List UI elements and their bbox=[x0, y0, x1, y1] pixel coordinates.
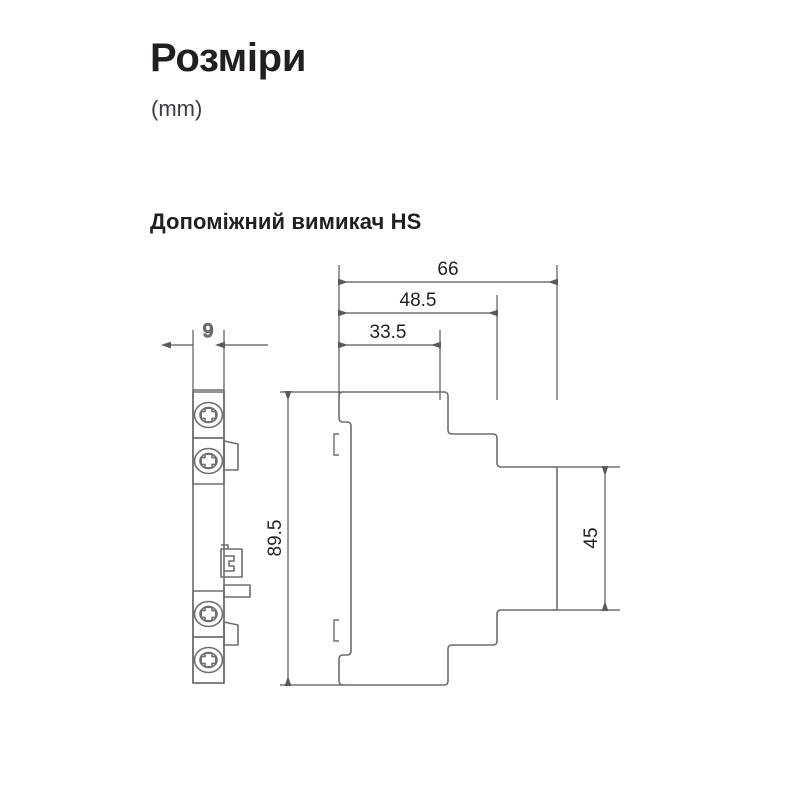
side-view-lug-lower bbox=[223, 621, 239, 646]
side-view: 9 bbox=[161, 320, 268, 684]
dim-label-66: 66 bbox=[437, 259, 458, 280]
screw-icon-upper-1 bbox=[193, 401, 224, 429]
front-view-tab-upper bbox=[333, 433, 339, 456]
front-view-extension-lines-right bbox=[552, 466, 620, 611]
front-view-tab-lower bbox=[333, 619, 339, 642]
page-title: Розміри bbox=[150, 36, 307, 80]
side-view-terminal-upper-1 bbox=[192, 391, 225, 439]
screw-icon-lower-1 bbox=[193, 600, 224, 628]
side-view-latch-tab bbox=[221, 544, 229, 549]
front-view: 66 48.5 33.5 89.5 bbox=[265, 259, 620, 686]
section-heading: Допоміжний вимикач HS bbox=[150, 209, 422, 234]
side-view-terminal-upper-2 bbox=[192, 437, 225, 485]
dim-label-33-5: 33.5 bbox=[370, 322, 407, 343]
dim-label-45: 45 bbox=[581, 527, 602, 548]
dim-label-48-5: 48.5 bbox=[400, 290, 437, 311]
screw-icon-lower-2 bbox=[193, 646, 224, 674]
unit-note: (mm) bbox=[151, 96, 203, 121]
side-view-mount-tab bbox=[223, 584, 251, 598]
side-view-latch-clip bbox=[220, 548, 243, 578]
dim-label-89-5: 89.5 bbox=[265, 520, 286, 557]
side-view-lug-upper bbox=[223, 440, 239, 471]
side-view-body-outline bbox=[192, 389, 225, 684]
screw-icon-upper-2 bbox=[193, 447, 224, 475]
side-view-dim-extensions bbox=[192, 330, 225, 398]
side-view-latch-hook bbox=[224, 555, 235, 572]
side-view-terminal-lower-2 bbox=[192, 636, 225, 684]
front-view-body-outline bbox=[338, 391, 558, 686]
dim-label-9: 9 bbox=[203, 321, 214, 342]
side-view-terminal-lower-1 bbox=[192, 590, 225, 638]
